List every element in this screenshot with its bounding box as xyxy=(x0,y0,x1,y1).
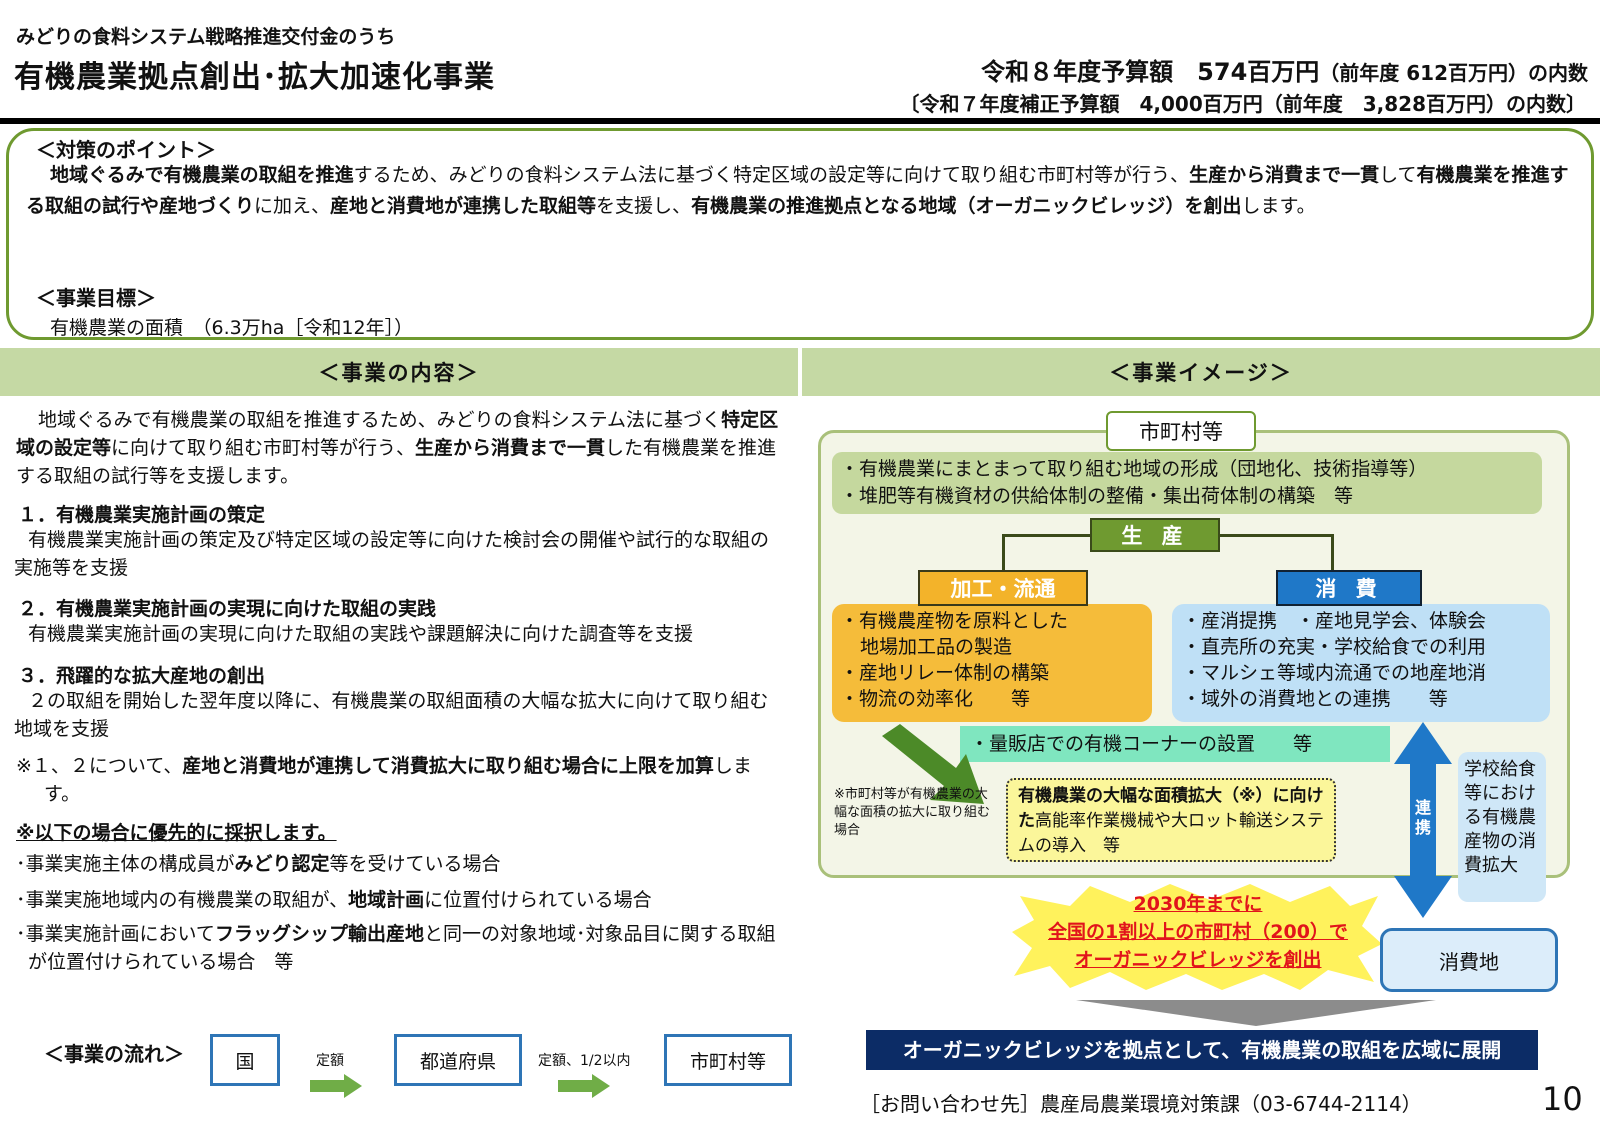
budget-supplementary: 〔令和７年度補正予算額 4,000百万円（前年度 3,828百万円）の内数〕 xyxy=(899,92,1586,116)
goal-text: 有機農業の面積 （6.3万ha［令和12年］） xyxy=(50,317,414,339)
item3-body: ２の取組を開始した翌年度以降に、有機農業の取組面積の大幅な拡大に向けて取り組む地… xyxy=(14,690,769,740)
budget-main: 令和８年度予算額 574百万円（前年度 612百万円）の内数 xyxy=(981,52,1588,87)
item2-body: 有機農業実施計画の実現に向けた取組の実践や課題解決に向けた調査等を支援 xyxy=(28,623,694,645)
item1-body: 有機農業実施計画の策定及び特定区域の設定等に向けた検討会の開催や試行的な取組の実… xyxy=(14,529,770,579)
municipal-bullet-2: ・堆肥等有機資材の供給体制の整備・集出荷体制の構築 等 xyxy=(840,485,1354,507)
consumption-item-2: ・直売所の充実・学校給食での利用 xyxy=(1182,636,1487,658)
page-number: 10 xyxy=(1542,1080,1583,1118)
addition-note-run: 産地と消費地が連携して消費拡大に取り組む場合に上限を加算 xyxy=(182,755,714,777)
consumption-area-box: 消費地 xyxy=(1380,928,1558,992)
village-goal-line-3: オーガニックビレッジを創出 xyxy=(1074,949,1322,971)
flow-box-municipality: 市町村等 xyxy=(664,1034,792,1086)
addition-note: ※１、２について、産地と消費地が連携して消費拡大に取り組む場合に上限を加算します… xyxy=(16,752,786,808)
content-intro: 地域ぐるみで有機農業の取組を推進するため、みどりの食料システム法に基づく特定区域… xyxy=(16,406,786,490)
content-section-header: ＜事業の内容＞ xyxy=(0,348,798,396)
priority-item-3: ･事業実施計画においてフラッグシップ輸出産地と同一の対象地域･対象品目に関する取… xyxy=(16,920,786,976)
processing-box: ・有機農産物を原料とした 地場加工品の製造 ・産地リレー体制の構築 ・物流の効率… xyxy=(832,604,1152,722)
priority-item-1-run: ･事業実施主体の構成員が xyxy=(16,853,235,875)
item1-title: １．有機農業実施計画の策定 xyxy=(18,504,266,526)
priority-item-2: ･事業実施地域内の有機農業の取組が、地域計画に位置付けられている場合 xyxy=(16,886,786,914)
priority-item-2-run: ･事業実施地域内の有機農業の取組が、 xyxy=(16,889,349,911)
village-goal-line-2: 全国の1割以上の市町村（200）で xyxy=(1048,921,1348,943)
expansion-bold: 有機農業の大幅な面積拡大（※）に向けた xyxy=(1018,786,1324,831)
points-text-run: します。 xyxy=(1241,195,1316,217)
priority-item-3-run: と同一の対象地域･対象品目に関する取組が位置付けられている場合 等 xyxy=(28,923,776,973)
priority-item-1-run: みどり認定 xyxy=(234,853,330,875)
item2-title: ２．有機農業実施計画の実現に向けた取組の実践 xyxy=(18,598,437,620)
image-section-header: ＜事業イメージ＞ xyxy=(802,348,1600,396)
points-heading: ＜対策のポイント＞ xyxy=(36,138,216,162)
budget-main-previous: （前年度 612百万円）の内数 xyxy=(1319,61,1588,85)
consumption-item-1: ・産消提携 ・産地見学会、体験会 xyxy=(1182,610,1487,632)
flow-box-prefecture: 都道府県 xyxy=(394,1034,522,1086)
contact-info: ［お問い合わせ先］農産局農業環境対策課（03-6744-2114） xyxy=(860,1092,1422,1116)
page-subtitle: みどりの食料システム戦略推進交付金のうち xyxy=(16,26,396,48)
production-label: 生 産 xyxy=(1090,518,1220,552)
municipal-label: 市町村等 xyxy=(1106,411,1256,451)
content-intro-run: 地域ぐるみで有機農業の取組を推進するため、みどりの食料システム法に基づく xyxy=(38,409,722,431)
consumption-item-3: ・マルシェ等域内流通での地産地消 xyxy=(1182,662,1487,684)
municipal-bullets: ・有機農業にまとまって取り組む地域の形成（団地化、技術指導等） ・堆肥等有機資材… xyxy=(832,452,1542,514)
content-intro-run: に向けて取り組む市町村等が行う、 xyxy=(111,437,416,459)
content-intro-run: した有機農業を推進する取組の試行等を支援します。 xyxy=(16,437,777,487)
mass-retail-box: ・量販店での有機コーナーの設置 等 xyxy=(960,726,1390,762)
points-text-run: 産地と消費地が連携した取組等 xyxy=(330,195,597,217)
green-arrow-icon xyxy=(882,724,984,804)
header-rule xyxy=(0,118,1600,124)
consumption-label: 消 費 xyxy=(1276,570,1422,606)
processing-item-3: ・物流の効率化 等 xyxy=(840,688,1031,710)
flow-arrow-label-1: 定額 xyxy=(316,1053,344,1069)
points-text-run: を支援し、 xyxy=(596,195,692,217)
flow-arrow-1-icon xyxy=(310,1074,362,1098)
points-text-run: 有機農業を推進する取組の試行や産地づくり xyxy=(26,164,1569,217)
points-text-run: に加え、 xyxy=(254,195,331,217)
priority-item-2-run: 地域計画 xyxy=(348,889,425,911)
flow-label: ＜事業の流れ＞ xyxy=(44,1042,184,1066)
page-title: 有機農業拠点創出･拡大加速化事業 xyxy=(14,60,495,95)
burst-icon xyxy=(1012,884,1382,990)
processing-label: 加工・流通 xyxy=(918,570,1088,606)
priority-item-3-run: ･事業実施計画において xyxy=(16,923,215,945)
points-text: 地域ぐるみで有機農業の取組を推進するため、みどりの食料システム法に基づく特定区域… xyxy=(26,160,1576,222)
priority-item-3-run: フラッグシップ輸出産地 xyxy=(214,923,424,945)
consumption-item-4: ・域外の消費地との連携 等 xyxy=(1182,688,1448,710)
processing-item-2: ・産地リレー体制の構築 xyxy=(840,662,1050,684)
points-text-run: して xyxy=(1379,164,1417,186)
processing-item-1-cont: 地場加工品の製造 xyxy=(860,636,1013,658)
goal-heading: ＜事業目標＞ xyxy=(36,286,156,310)
priority-item-1-run: 等を受けている場合 xyxy=(329,853,501,875)
addition-note-run: します。 xyxy=(44,755,752,805)
priority-heading: ※以下の場合に優先的に採択します。 xyxy=(16,822,337,844)
points-text-run: 地域ぐるみで有機農業の取組を推進 xyxy=(50,164,354,186)
processing-item-1: ・有機農産物を原料とした xyxy=(840,610,1069,632)
content-intro-run: 特定区域の設定等 xyxy=(16,409,779,459)
expand-banner: オーガニックビレッジを拠点として、有機農業の取組を広域に展開 xyxy=(866,1030,1538,1070)
points-box xyxy=(6,128,1594,340)
expansion-box: 有機農業の大幅な面積拡大（※）に向けた高能率作業機械や大ロット輸送システムの導入… xyxy=(1006,778,1336,862)
village-goal: 2030年までに 全国の1割以上の市町村（200）で オーガニックビレッジを創出 xyxy=(1010,890,1386,974)
flow-box-national: 国 xyxy=(210,1034,280,1086)
link-double-arrow-icon xyxy=(1394,722,1452,918)
flow-arrow-2-icon xyxy=(558,1074,610,1098)
budget-main-amount: 令和８年度予算額 574百万円 xyxy=(981,58,1320,86)
points-text-run: 有機農業の推進拠点となる地域（オーガニックビレッジ）を創出 xyxy=(691,195,1242,217)
priority-item-2-run: に位置付けられている場合 xyxy=(424,889,652,911)
addition-note-run: ※１、２について、 xyxy=(16,755,183,777)
points-text-run: 生産から消費まで一貫 xyxy=(1189,164,1380,186)
link-label: 連携 xyxy=(1414,798,1431,837)
down-chevron-icon xyxy=(1076,1000,1436,1026)
item3-title: ３．飛躍的な拡大産地の創出 xyxy=(18,665,266,687)
municipal-bullet-1: ・有機農業にまとまって取り組む地域の形成（団地化、技術指導等） xyxy=(840,458,1428,480)
village-goal-line-1: 2030年までに xyxy=(1133,893,1263,915)
content-intro-run: 生産から消費まで一貫 xyxy=(415,437,606,459)
priority-item-1: ･事業実施主体の構成員がみどり認定等を受けている場合 xyxy=(16,850,786,878)
municipal-note: ※市町村等が有機農業の大幅な面積の拡大に取り組む場合 xyxy=(834,787,991,838)
consumption-box: ・産消提携 ・産地見学会、体験会 ・直売所の充実・学校給食での利用 ・マルシェ等… xyxy=(1172,604,1550,722)
expansion-rest: 高能率作業機械や大ロット輸送システムの導入 等 xyxy=(1018,811,1324,856)
flow-arrow-label-2: 定額、1/2以内 xyxy=(538,1053,631,1069)
school-lunch-box: 学校給食等における有機農産物の消費拡大 xyxy=(1458,752,1546,902)
points-text-run: するため、みどりの食料システム法に基づく特定区域の設定等に向けて取り組む市町村等… xyxy=(353,164,1190,186)
